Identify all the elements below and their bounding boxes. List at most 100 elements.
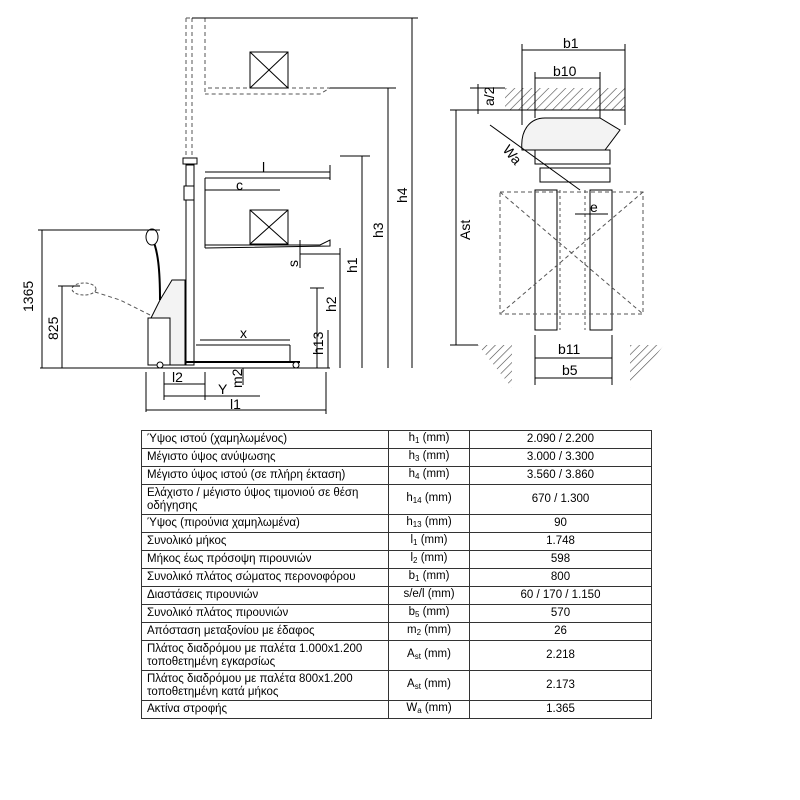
- spec-unit: Ast (mm): [388, 640, 470, 671]
- spec-symbol-subscript: 3: [414, 454, 420, 463]
- spec-table: Ύψος ιστού (χαμηλωμένος)h1 (mm)2.090 / 2…: [141, 430, 652, 719]
- spec-unit: b1 (mm): [388, 568, 470, 587]
- spec-value: 60 / 170 / 1.150: [469, 586, 652, 605]
- spec-label: Διαστάσεις πιρουνιών: [141, 586, 389, 605]
- raised-load-box: [249, 51, 289, 89]
- spec-unit: Ast (mm): [388, 670, 470, 701]
- spec-symbol: A: [407, 678, 415, 690]
- spec-unit: h1 (mm): [388, 430, 470, 449]
- spec-label: Μέγιστο ύψος ιστού (σε πλήρη έκταση): [141, 466, 389, 485]
- spec-symbol: m: [406, 624, 417, 636]
- spec-symbol: l: [410, 552, 414, 564]
- spec-symbol-subscript: st: [414, 652, 421, 661]
- right-wall: [630, 345, 664, 388]
- dim-l: l: [262, 159, 265, 175]
- spec-value: 3.000 / 3.300: [469, 448, 652, 467]
- spec-unit-text: (mm): [420, 648, 451, 660]
- spec-label: Μέγιστο ύψος ανύψωσης: [141, 448, 389, 467]
- spec-symbol-subscript: 2: [416, 628, 422, 637]
- spec-unit: l2 (mm): [388, 550, 470, 569]
- spec-value: 26: [469, 622, 652, 641]
- spec-label: Μήκος έως πρόσοψη πιρουνιών: [141, 550, 389, 569]
- dim-h4: h4: [394, 187, 410, 203]
- technical-drawing: 1365 825 c l s h1 h2 h3 h4 h13 x l2 Y m2…: [20, 17, 664, 414]
- spec-symbol-subscript: 13: [412, 520, 422, 529]
- table-row: Πλάτος διαδρόμου με παλέτα 800x1.200 τοπ…: [141, 670, 652, 701]
- dim-h3: h3: [370, 222, 386, 238]
- spec-value: 2.218: [469, 640, 652, 671]
- spec-unit-text: (mm): [421, 492, 452, 504]
- dim-b1: b1: [563, 35, 579, 51]
- spec-label: Ύψος ιστού (χαμηλωμένος): [141, 430, 389, 449]
- spec-unit-text: (mm): [420, 678, 451, 690]
- spec-value: 1.748: [469, 532, 652, 551]
- table-row: Συνολικό μήκος l1 (mm) 1.748: [141, 532, 652, 551]
- spec-value: 1.365: [469, 700, 652, 719]
- spec-symbol: l: [410, 534, 414, 546]
- dim-s: s: [285, 260, 301, 267]
- spec-unit: h3 (mm): [388, 448, 470, 467]
- spec-label: Συνολικό μήκος: [141, 532, 389, 551]
- dim-1365: 1365: [20, 281, 36, 312]
- table-row: Πλάτος διαδρόμου με παλέτα 1.000x1.200 τ…: [141, 640, 652, 671]
- tiller-lowered: [94, 291, 151, 316]
- spec-symbol: h: [408, 432, 415, 444]
- side-view: [38, 17, 418, 414]
- dim-l1: l1: [230, 396, 241, 412]
- spec-symbol: h: [406, 492, 413, 504]
- spec-unit-text: (mm): [419, 570, 450, 582]
- spec-label: Συνολικό πλάτος σώματος περονοφόρου: [141, 568, 389, 587]
- dim-ast: Ast: [457, 220, 473, 240]
- dim-a2: a/2: [481, 86, 497, 106]
- spec-symbol: b: [408, 606, 415, 618]
- mast: [185, 164, 195, 366]
- spec-unit-text: (mm): [419, 468, 450, 480]
- dim-l2: l2: [172, 369, 183, 385]
- spec-label: Απόσταση μεταξονίου με έδαφος: [141, 622, 389, 641]
- table-row: Μέγιστο ύψος ιστού (σε πλήρη έκταση)h4 (…: [141, 466, 652, 485]
- spec-symbol: W: [406, 702, 418, 714]
- dim-c: c: [236, 177, 243, 193]
- dim-b11: b11: [558, 341, 581, 357]
- side-view-labels: 1365 825 c l s h1 h2 h3 h4 h13 x l2 Y m2…: [20, 159, 410, 412]
- dim-825: 825: [45, 316, 61, 340]
- tiller-raised: [151, 237, 161, 301]
- spec-value: 800: [469, 568, 652, 587]
- spec-label: Ύψος (πιρούνια χαμηλωμένα): [141, 514, 389, 533]
- left-wall: [478, 345, 512, 388]
- spec-value: 2.173: [469, 670, 652, 701]
- dim-h13: h13: [310, 331, 326, 355]
- spec-symbol-subscript: 1: [413, 538, 418, 547]
- spec-unit-text: (mm): [419, 450, 450, 462]
- spec-label: Συνολικό πλάτος πιρουνιών: [141, 604, 389, 623]
- spec-unit: Wa (mm): [388, 700, 470, 719]
- table-row: Ύψος ιστού (χαμηλωμένος)h1 (mm)2.090 / 2…: [141, 430, 652, 449]
- spec-symbol-subscript: 14: [412, 496, 422, 505]
- truck-top: [521, 117, 621, 151]
- spec-symbol: A: [407, 648, 415, 660]
- spec-value: 3.560 / 3.860: [469, 466, 652, 485]
- spec-symbol-subscript: 5: [414, 610, 420, 619]
- spec-unit-text: (mm): [421, 624, 452, 636]
- spec-value: 670 / 1.300: [469, 484, 652, 515]
- spec-unit-text: (mm): [424, 588, 455, 600]
- top-wall: [505, 88, 625, 110]
- spec-unit: h14 (mm): [388, 484, 470, 515]
- dim-m2: m2: [229, 368, 245, 388]
- spec-unit-text: (mm): [417, 534, 448, 546]
- dim-b5: b5: [562, 362, 578, 378]
- dim-h2: h2: [323, 296, 339, 312]
- pallet-outline: [499, 191, 644, 315]
- spec-unit-text: (mm): [421, 702, 452, 714]
- spec-symbol: s/e/l: [403, 588, 425, 600]
- spec-unit: s/e/l (mm): [388, 586, 470, 605]
- spec-value: 2.090 / 2.200: [469, 430, 652, 449]
- spec-unit-text: (mm): [419, 432, 450, 444]
- dim-h1: h1: [344, 257, 360, 273]
- spec-label: Πλάτος διαδρόμου με παλέτα 800x1.200 τοπ…: [141, 670, 389, 701]
- mid-load-box: [249, 209, 289, 245]
